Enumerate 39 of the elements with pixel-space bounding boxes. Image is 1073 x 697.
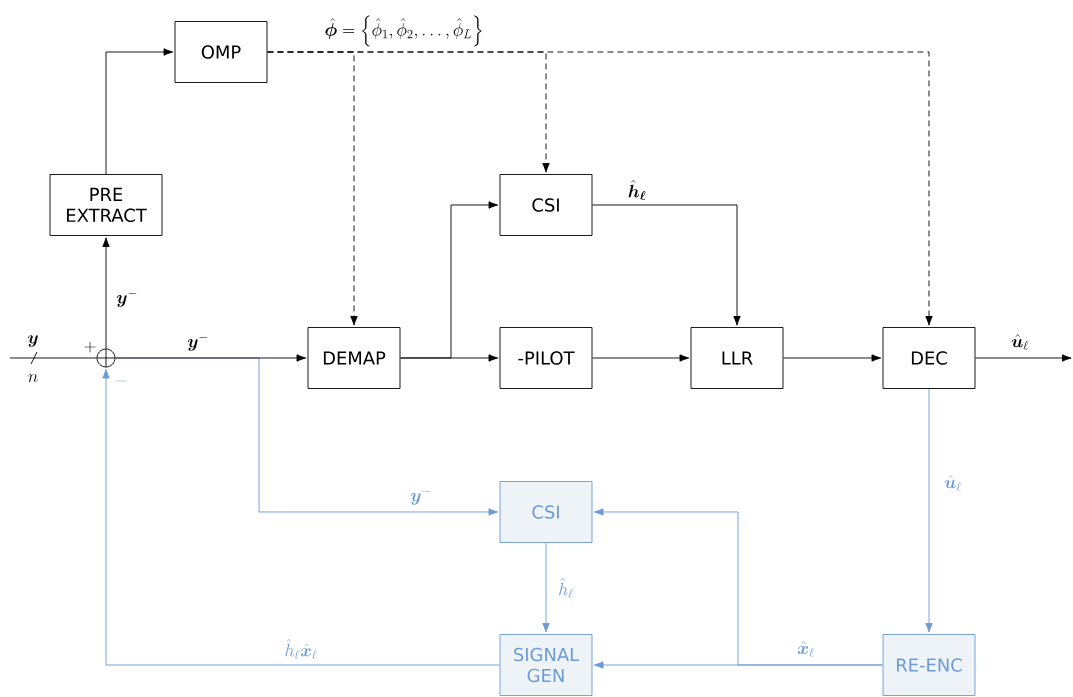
minus-sign: $-$ (115, 380, 127, 382)
arrow (400, 354, 499, 362)
edge-label: $\hat{h}_{\ell}\hat{\boldsymbol{x}}_{\ell}$ (283, 638, 319, 660)
arrow (542, 542, 550, 633)
arrow (592, 354, 690, 362)
edge-label: $\boldsymbol{y}^{-}$ (115, 288, 139, 308)
process-box: -PILOT (499, 327, 593, 389)
dashed-arrow (267, 51, 933, 326)
arrow (592, 204, 741, 326)
arrow (102, 368, 500, 666)
arrow (115, 354, 307, 362)
edge-label: $\hat{\boldsymbol{u}}_{\ell}$ (943, 474, 963, 492)
edge-label: $\boldsymbol{y}^{-}$ (186, 332, 210, 352)
process-box: OMP (174, 21, 268, 83)
process-box: LLR (690, 327, 784, 389)
process-box: SIGNAL GEN (499, 634, 593, 696)
bus-width-label: $n$ (28, 373, 38, 383)
edge-label: $\hat{\boldsymbol{x}}_{\ell}$ (796, 640, 816, 658)
summing-junction (96, 348, 116, 368)
process-box: CSI (499, 481, 593, 543)
edge-label: $\hat{h}_{\ell}$ (557, 577, 575, 599)
process-box: DEC (882, 327, 976, 389)
arrow (783, 354, 882, 362)
edge-label: $\boldsymbol{y}^{-}$ (409, 486, 433, 506)
process-box: PRE EXTRACT (49, 174, 163, 236)
process-box: RE-ENC (882, 634, 976, 696)
arrow (975, 354, 1072, 362)
process-box: CSI (499, 174, 593, 236)
formula-label: $\hat{\boldsymbol{\phi}} = \left\{\hat{\phi}_1, \hat{\phi}_2, \dots, \hat{\phi}_L\right\}$ (325, 15, 482, 47)
edge-label: $\boldsymbol{y}$ (26, 334, 40, 348)
arrow (925, 388, 933, 633)
edge-label: $\hat{\boldsymbol{h}}_{\boldsymbol{\ell}}$ (626, 179, 648, 201)
arrow (593, 508, 883, 666)
process-box: DEMAP (307, 327, 401, 389)
arrow (105, 48, 174, 175)
line (9, 357, 97, 359)
plus-sign: $+$ (84, 341, 96, 353)
edge-label: $\hat{\boldsymbol{u}}_{\ell}$ (1010, 333, 1030, 351)
arrow (102, 237, 110, 349)
